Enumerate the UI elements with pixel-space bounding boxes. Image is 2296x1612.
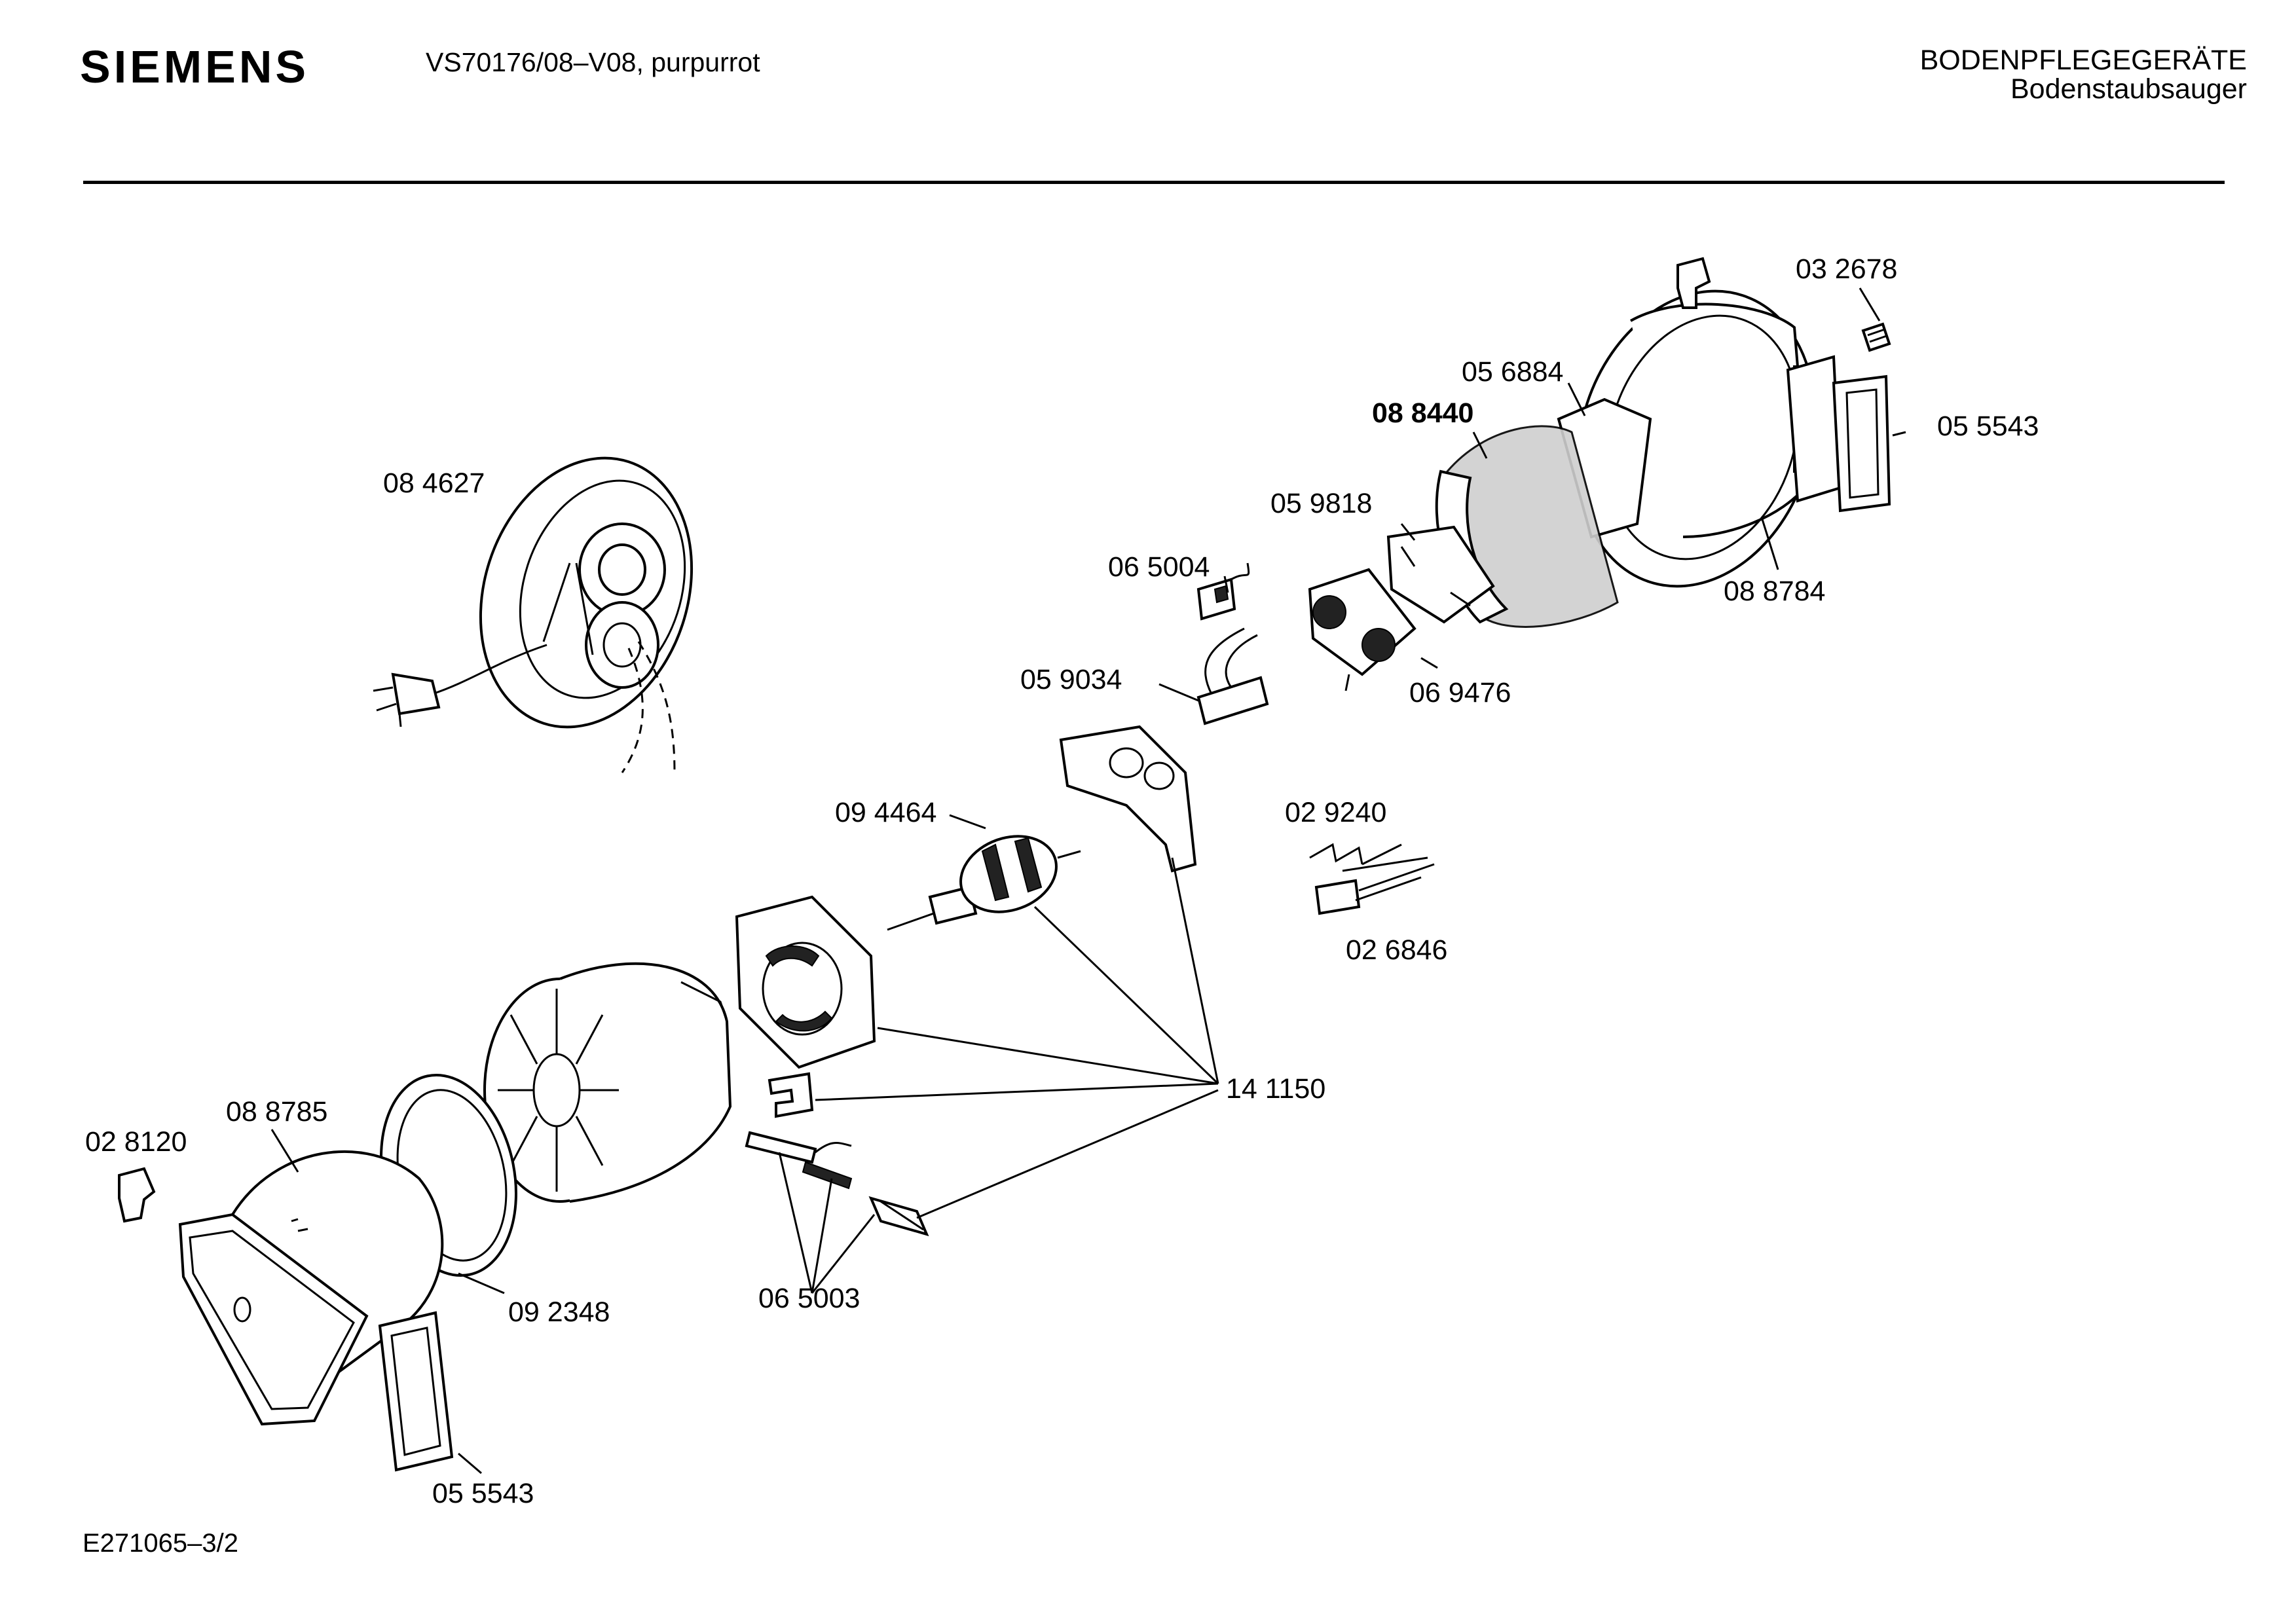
small-grille-part[interactable]: [1861, 322, 1891, 352]
switch-part[interactable]: [1196, 562, 1250, 621]
part-label-032678: 03 2678: [1796, 253, 1897, 285]
part-label-088784: 08 8784: [1724, 576, 1825, 607]
fan-housing-part[interactable]: [483, 962, 732, 1203]
cable-reel-part[interactable]: [373, 430, 725, 773]
model-number: VS70176/08–V08, purpurrot: [426, 47, 760, 77]
part-label-069476: 06 9476: [1409, 677, 1511, 708]
suppressor-part[interactable]: [1314, 863, 1435, 915]
mounting-plate-part[interactable]: [1386, 525, 1495, 624]
part-label-065004: 06 5004: [1108, 551, 1210, 583]
carbon-brush-part[interactable]: [745, 1131, 853, 1190]
part-label-065003: 06 5003: [758, 1283, 860, 1314]
part-label-059818: 05 9818: [1270, 488, 1372, 519]
drawing-reference: E271065–3/2: [83, 1529, 239, 1558]
field-stator-part[interactable]: [735, 895, 876, 1069]
brush-holder-part[interactable]: [1308, 568, 1416, 691]
brush-sleeve-part[interactable]: [868, 1196, 929, 1237]
brand-logo: SIEMENS: [80, 41, 310, 92]
part-label-055543-left: 05 5543: [432, 1478, 534, 1509]
filter-frame-left-part[interactable]: [378, 1311, 454, 1472]
part-label-059034: 05 9034: [1020, 664, 1122, 695]
leader-lines: [270, 287, 1906, 1475]
thermal-fuse-part[interactable]: [1309, 843, 1428, 872]
part-label-029240: 02 9240: [1285, 797, 1386, 828]
header-rule: [83, 181, 2225, 184]
part-label-088440: 08 8440: [1372, 397, 1473, 429]
part-label-026846: 02 6846: [1346, 934, 1447, 966]
front-clip-part[interactable]: [118, 1167, 156, 1223]
armature-part[interactable]: [887, 824, 1081, 931]
motor-cover-part[interactable]: [1059, 725, 1197, 873]
filter-holder-part[interactable]: [1435, 397, 1652, 628]
category-title: BODENPFLEGEGERÄTE: [1919, 45, 2247, 76]
bracket-small-part[interactable]: [768, 1072, 814, 1118]
part-label-092348: 09 2348: [508, 1296, 610, 1328]
part-label-094464: 09 4464: [835, 797, 936, 828]
part-label-028120: 02 8120: [85, 1126, 187, 1158]
part-label-055543-right: 05 5543: [1937, 411, 2039, 442]
capacitor-part[interactable]: [1196, 627, 1269, 725]
filter-frame-right-part[interactable]: [1786, 355, 1891, 513]
part-label-056884: 05 6884: [1462, 356, 1563, 388]
part-label-084627: 08 4627: [383, 467, 485, 499]
rear-clip-part[interactable]: [1676, 257, 1711, 309]
part-label-141150: 14 1150: [1226, 1073, 1325, 1105]
subcategory-title: Bodenstaubsauger: [2010, 73, 2247, 105]
part-label-088785: 08 8785: [226, 1096, 327, 1127]
